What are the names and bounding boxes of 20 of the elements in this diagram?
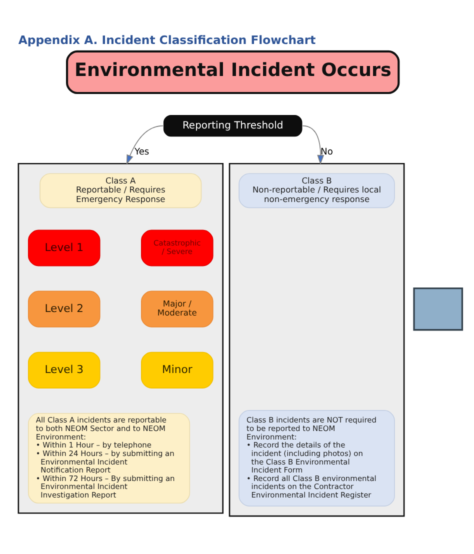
node-box: Reporting Threshold — [163, 114, 302, 136]
edge-label: No — [320, 146, 333, 157]
node-box: Class A Reportable / Requires Emergency Response — [40, 172, 202, 208]
node-box: Level 1 — [28, 229, 100, 266]
node-box: All Class A incidents are reportable to both NEOM Sector and to NEOM Environment: • Within 1 Hour – by telephone • Within 24 Hours – by submitting an Environmental Incident Notification Report • Within 72 Hours – By submitting an Environmental Incident Investigation Report — [28, 412, 190, 504]
node-box: Environmental Incident Occurs — [66, 50, 400, 94]
node-box: Level 3 — [28, 351, 100, 388]
edge-label: Yes — [134, 146, 150, 157]
diagram-title: Appendix A. Incident Classification Flowchart — [18, 32, 316, 47]
arrow — [126, 124, 164, 164]
node-box: Class B Non-reportable / Requires local non-emergency response — [238, 172, 395, 208]
node-box: Level 2 — [28, 290, 100, 327]
node-box — [413, 286, 464, 330]
cluster — [228, 162, 405, 516]
node-box: Catastrophic / Severe — [141, 229, 214, 266]
node-box: Class B incidents are NOT required to be reported to NEOM Environment: • Record the details of the incident (including photos) on the Class B Environmental Incident Form • Record all Class B environmental incidents on the Contractor Environmental Incident Register — [238, 410, 395, 506]
node-box: Major / Moderate — [141, 290, 214, 327]
arrow — [302, 124, 324, 164]
cluster — [18, 162, 224, 514]
node-box: Minor — [141, 351, 214, 388]
